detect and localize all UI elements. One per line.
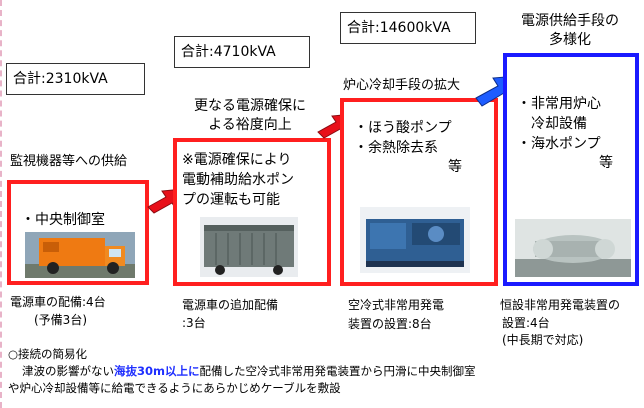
stage1-caption-2: (予備3台): [34, 313, 87, 327]
stage3-caption-2: 装置の設置:8台: [348, 317, 432, 331]
stage3-total: 合計:14600kVA: [340, 12, 476, 44]
stage2-heading-line2: よる裕度向上: [208, 117, 292, 133]
page-edge-dashes: [0, 0, 2, 408]
notes-line2-pre: 津波の影響がない: [22, 364, 114, 378]
stage3-item-etc: 等: [448, 159, 462, 175]
stage4-item-etc: 等: [599, 155, 613, 171]
power-trailer-photo: [200, 217, 298, 277]
stage3-total-text: 合計:14600kVA: [347, 20, 451, 36]
stage4-item-line1: ・非常用炉心: [517, 96, 601, 112]
stage3-heading: 炉心冷却手段の拡大: [343, 78, 461, 93]
stage4-caption-3: (中長期で対応): [502, 333, 584, 347]
stage2-caption-2: :3台: [182, 316, 206, 330]
stage1-heading: 監視機器等への供給: [10, 154, 128, 169]
turbine-photo: [515, 219, 631, 277]
notes-section: ○接続の簡易化 津波の影響がない海抜30m以上に配備した空冷式非常用発電装置から…: [8, 346, 476, 397]
stage1-caption-1: 電源車の配備:4台: [10, 295, 106, 309]
stage3-item-line2: ・余熱除去系: [354, 140, 438, 156]
stage4-box: ・非常用炉心 冷却設備 ・海水ポンプ 等: [503, 53, 639, 286]
stage4-items: ・非常用炉心 冷却設備 ・海水ポンプ: [517, 94, 601, 154]
stage1-item: ・中央制御室: [21, 212, 105, 228]
stage2-item-line3: プの運転も可能: [182, 192, 280, 208]
notes-heading: ○接続の簡易化: [8, 347, 88, 361]
power-truck-photo: [25, 232, 135, 278]
stage4-caption-1: 恒設非常用発電装置の: [500, 298, 621, 312]
stage3-item-line1: ・ほう酸ポンプ: [354, 120, 452, 136]
stage2-total-text: 合計:4710kVA: [181, 44, 276, 60]
stage2-heading-line1: 更なる電源確保に: [194, 98, 306, 114]
stage3-items: ・ほう酸ポンプ ・余熱除去系: [354, 118, 452, 158]
notes-line2: 津波の影響がない海抜30m以上に配備した空冷式非常用発電装置から円滑に中央制御室: [8, 363, 476, 380]
stage2-items: ※電源確保により 電動補助給水ポン プの運転も可能: [182, 150, 294, 210]
stage2-total: 合計:4710kVA: [174, 36, 310, 68]
stage1-total-text: 合計:2310kVA: [13, 71, 108, 87]
stage2-item-line1: ※電源確保により: [182, 152, 292, 168]
stage2-box: ※電源確保により 電動補助給水ポン プの運転も可能: [173, 138, 331, 286]
stage3-caption-1: 空冷式非常用発電: [348, 298, 445, 312]
stage2-caption-1: 電源車の追加配備: [182, 298, 279, 312]
stage4-caption-2: 設置:4台: [502, 316, 550, 330]
stage2-item-line2: 電動補助給水ポン: [182, 172, 294, 188]
stage1-total: 合計:2310kVA: [6, 63, 145, 95]
generator-photo: [360, 207, 470, 273]
notes-line2-highlight: 海抜30m以上に: [114, 364, 200, 378]
stage2-heading: 更なる電源確保に よる裕度向上: [180, 97, 320, 135]
stage4-heading-line2: 多様化: [549, 32, 591, 48]
stage3-box: ・ほう酸ポンプ ・余熱除去系 等: [340, 98, 498, 286]
stage4-heading: 電源供給手段の 多様化: [500, 12, 640, 50]
stage1-box: ・中央制御室: [7, 180, 149, 285]
notes-line3: や炉心冷却設備等に給電できるようにあらかじめケーブルを敷設: [8, 381, 341, 395]
notes-line2-post: 配備した空冷式非常用発電装置から円滑に中央制御室: [199, 364, 476, 378]
stage4-item-line3: ・海水ポンプ: [517, 136, 601, 152]
stage4-heading-line1: 電源供給手段の: [521, 13, 619, 29]
stage4-item-line2: 冷却設備: [531, 116, 587, 132]
